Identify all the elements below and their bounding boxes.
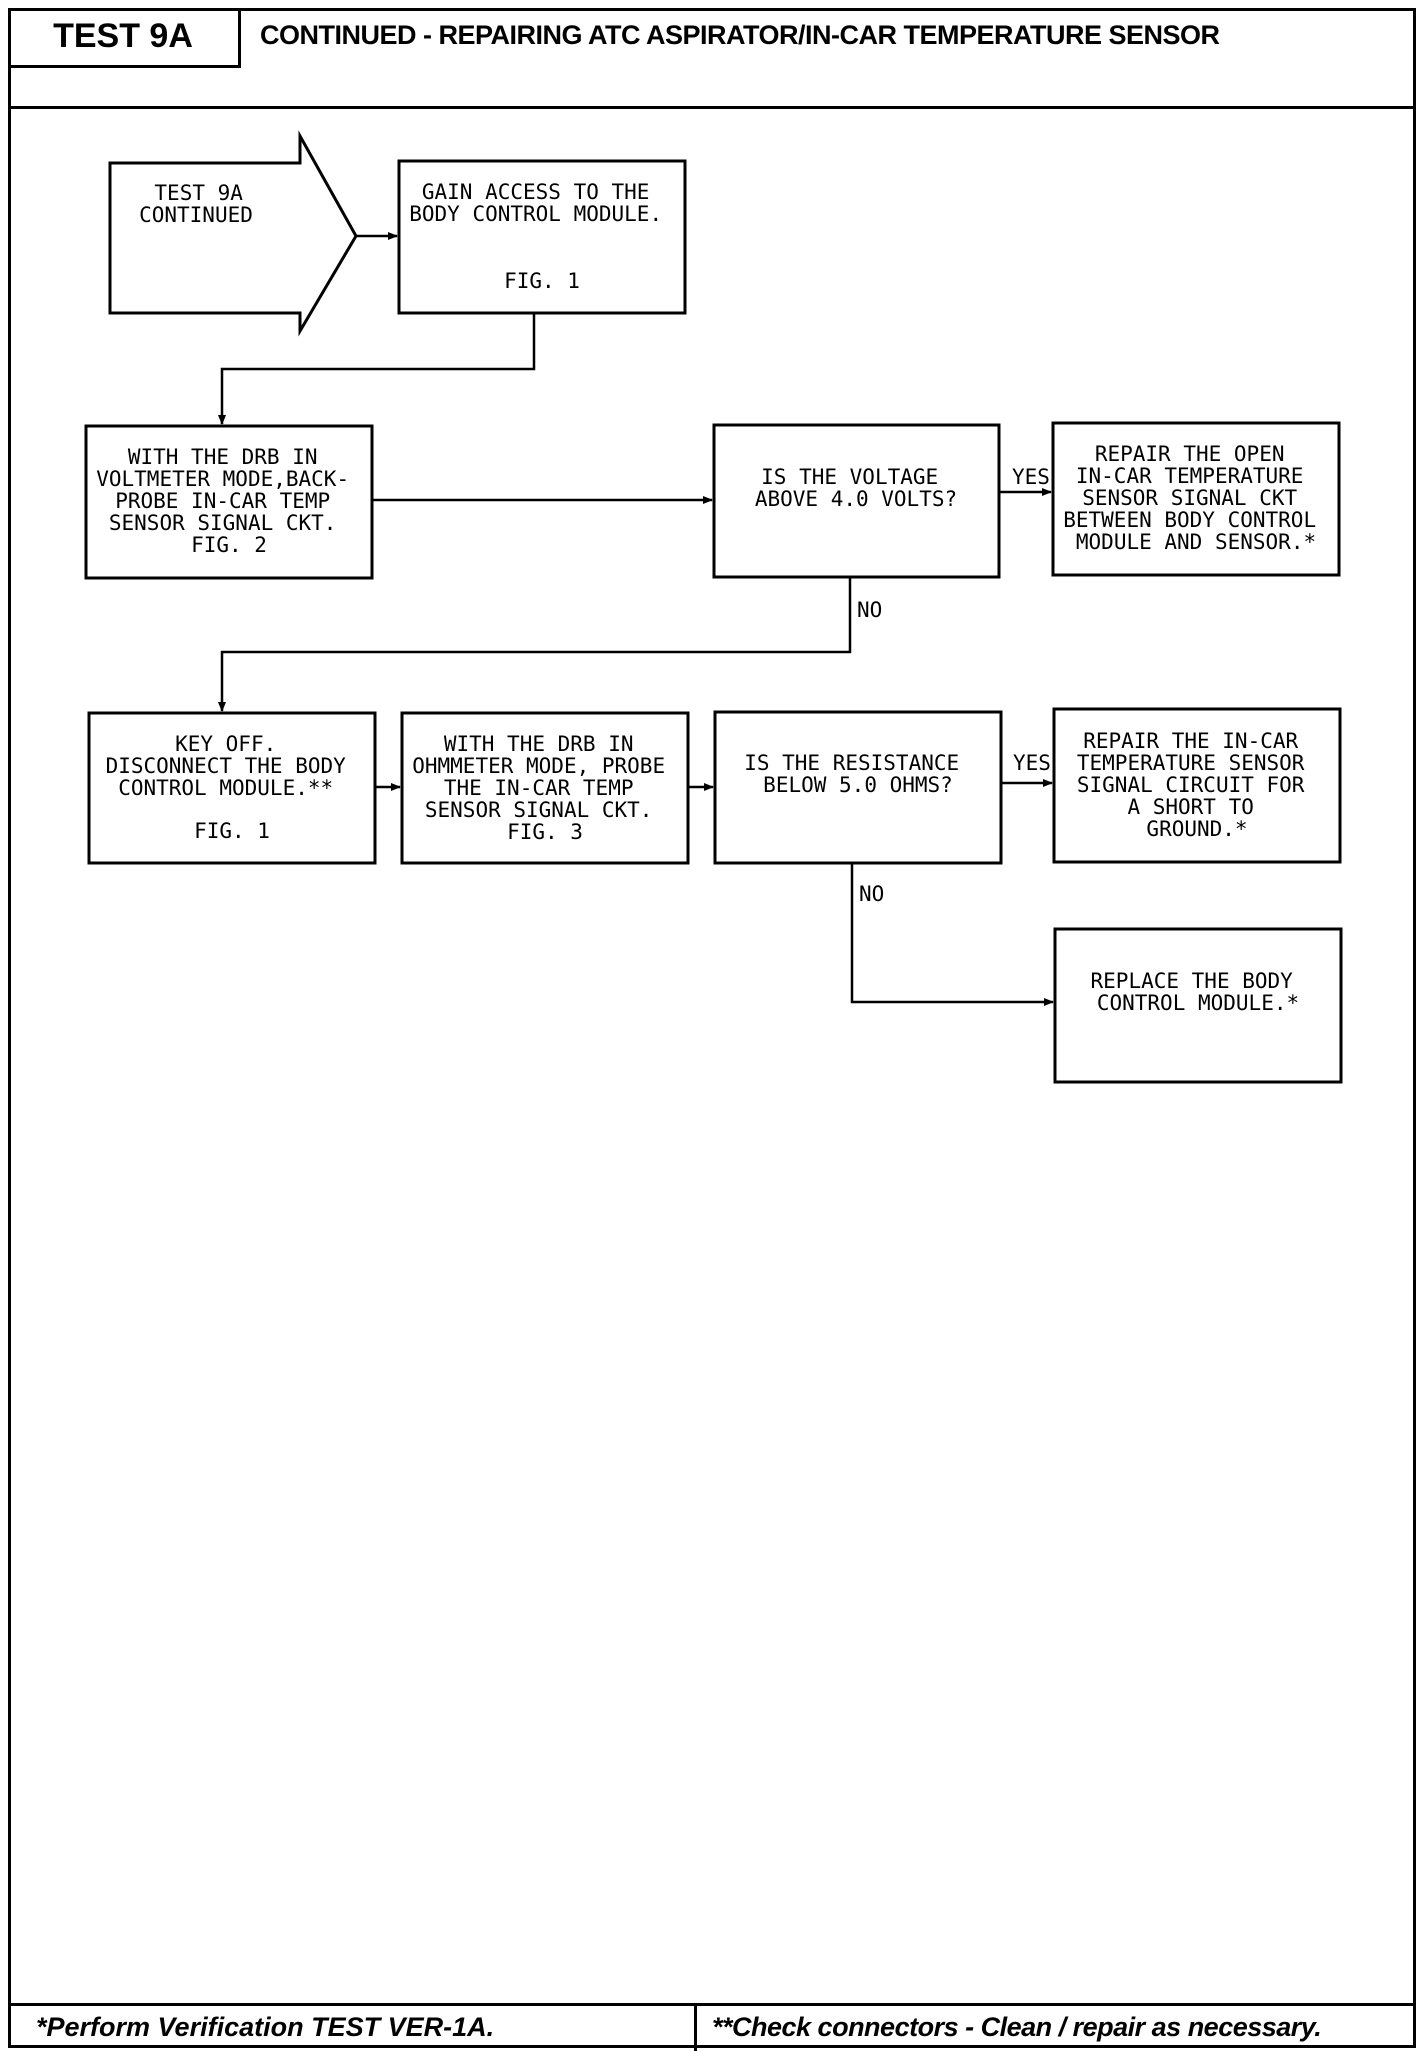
ohmmeter-line-3: THE IN-CAR TEMP xyxy=(444,776,634,800)
resistance-decision-text: IS THE RESISTANCE BELOW 5.0 OHMS? xyxy=(744,751,972,797)
replace-bcm-line-1: REPLACE THE BODY xyxy=(1091,969,1294,993)
gain-access-box xyxy=(397,159,687,315)
replace-bcm-line-2: CONTROL MODULE.* xyxy=(1097,991,1299,1015)
backprobe-line-1: WITH THE DRB IN xyxy=(128,445,318,469)
ohmmeter-line-4: SENSOR SIGNAL CKT. xyxy=(425,798,653,822)
repair-open-box xyxy=(1051,421,1341,577)
ohmmeter-text: WITH THE DRB IN OHMMETER MODE, PROBE THE… xyxy=(412,732,678,844)
page-title: CONTINUED - REPAIRING ATC ASPIRATOR/IN-C… xyxy=(260,20,1220,50)
start-line-1: TEST 9A xyxy=(154,181,243,205)
resistance-decision-line-1: IS THE RESISTANCE xyxy=(744,751,959,775)
footer: *Perform Verification TEST VER-1A. **Che… xyxy=(8,2003,1416,2051)
repair-short-line-2: TEMPERATURE SENSOR xyxy=(1077,751,1305,775)
ohmmeter-line-1: WITH THE DRB IN xyxy=(444,732,634,756)
repair-open-text: REPAIR THE OPEN IN-CAR TEMPERATURE SENSO… xyxy=(1063,442,1329,554)
resistance-decision-box xyxy=(713,710,1003,865)
key-off-line-3: CONTROL MODULE.** xyxy=(118,776,333,800)
repair-open-line-4: BETWEEN BODY CONTROL xyxy=(1063,508,1316,532)
repair-open-line-5: MODULE AND SENSOR.* xyxy=(1076,530,1316,554)
key-off-line-2: DISCONNECT THE BODY xyxy=(106,754,347,778)
no-label-voltage: NO xyxy=(857,598,882,622)
start-node-text: TEST 9A CONTINUED xyxy=(139,181,255,227)
start-node xyxy=(108,130,358,337)
key-off-line-1: KEY OFF. xyxy=(175,732,276,756)
repair-open-line-3: SENSOR SIGNAL CKT xyxy=(1082,486,1297,510)
ohmmeter-box xyxy=(400,711,690,865)
backprobe-line-3: PROBE IN-CAR TEMP xyxy=(115,489,330,513)
key-off-text: KEY OFF. DISCONNECT THE BODY CONTROL MOD… xyxy=(106,732,359,843)
repair-short-line-1: REPAIR THE IN-CAR xyxy=(1083,729,1298,753)
replace-bcm-text: REPLACE THE BODY CONTROL MODULE.* xyxy=(1091,969,1306,1015)
ohmmeter-line-5: FIG. 3 xyxy=(507,820,583,844)
test-id: TEST 9A xyxy=(8,8,241,68)
backprobe-box xyxy=(84,424,374,580)
voltage-decision-text: IS THE VOLTAGE ABOVE 4.0 VOLTS? xyxy=(755,465,957,511)
repair-open-line-2: IN-CAR TEMPERATURE xyxy=(1076,464,1304,488)
repair-short-text: REPAIR THE IN-CAR TEMPERATURE SENSOR SIG… xyxy=(1077,729,1317,841)
no-label-resistance: NO xyxy=(859,882,884,906)
key-off-box xyxy=(87,711,377,865)
ohmmeter-line-2: OHMMETER MODE, PROBE xyxy=(412,754,665,778)
resistance-decision-line-2: BELOW 5.0 OHMS? xyxy=(763,773,953,797)
voltage-decision-line-1: IS THE VOLTAGE xyxy=(761,465,938,489)
repair-short-box xyxy=(1052,707,1342,864)
header: TEST 9A CONTINUED - REPAIRING ATC ASPIRA… xyxy=(8,8,1416,109)
backprobe-text: WITH THE DRB IN VOLTMETER MODE,BACK- PRO… xyxy=(96,445,362,557)
repair-short-line-3: SIGNAL CIRCUIT FOR xyxy=(1077,773,1305,797)
gain-access-line-4: FIG. 1 xyxy=(504,269,580,293)
replace-bcm-box xyxy=(1053,927,1343,1084)
backprobe-line-5: FIG. 2 xyxy=(191,533,267,557)
footer-divider xyxy=(694,2006,697,2051)
start-line-2: CONTINUED xyxy=(139,203,253,227)
verification-note: *Perform Verification TEST VER-1A. xyxy=(36,2012,495,2042)
voltage-decision-line-2: ABOVE 4.0 VOLTS? xyxy=(755,487,957,511)
backprobe-line-2: VOLTMETER MODE,BACK- xyxy=(96,467,349,491)
connector-note: **Check connectors - Clean / repair as n… xyxy=(712,2012,1322,2042)
backprobe-line-4: SENSOR SIGNAL CKT. xyxy=(109,511,337,535)
gain-access-text: GAIN ACCESS TO THE BODY CONTROL MODULE. … xyxy=(409,180,675,293)
key-off-line-5: FIG. 1 xyxy=(194,819,270,843)
repair-short-line-5: GROUND.* xyxy=(1146,817,1247,841)
edge-resistance-no xyxy=(850,863,1054,1006)
yes-label-voltage: YES xyxy=(1012,465,1050,489)
gain-access-line-1: GAIN ACCESS TO THE xyxy=(422,180,650,204)
repair-short-line-4: A SHORT TO xyxy=(1127,795,1253,819)
yes-label-resistance: YES xyxy=(1013,751,1051,775)
edge-voltage-no xyxy=(218,577,852,712)
gain-access-line-2: BODY CONTROL MODULE. xyxy=(409,202,662,226)
edge-gain-access-to-backprobe xyxy=(218,313,536,425)
voltage-decision-box xyxy=(712,423,1001,579)
repair-open-line-1: REPAIR THE OPEN xyxy=(1095,442,1285,466)
page-border xyxy=(8,8,1416,2048)
